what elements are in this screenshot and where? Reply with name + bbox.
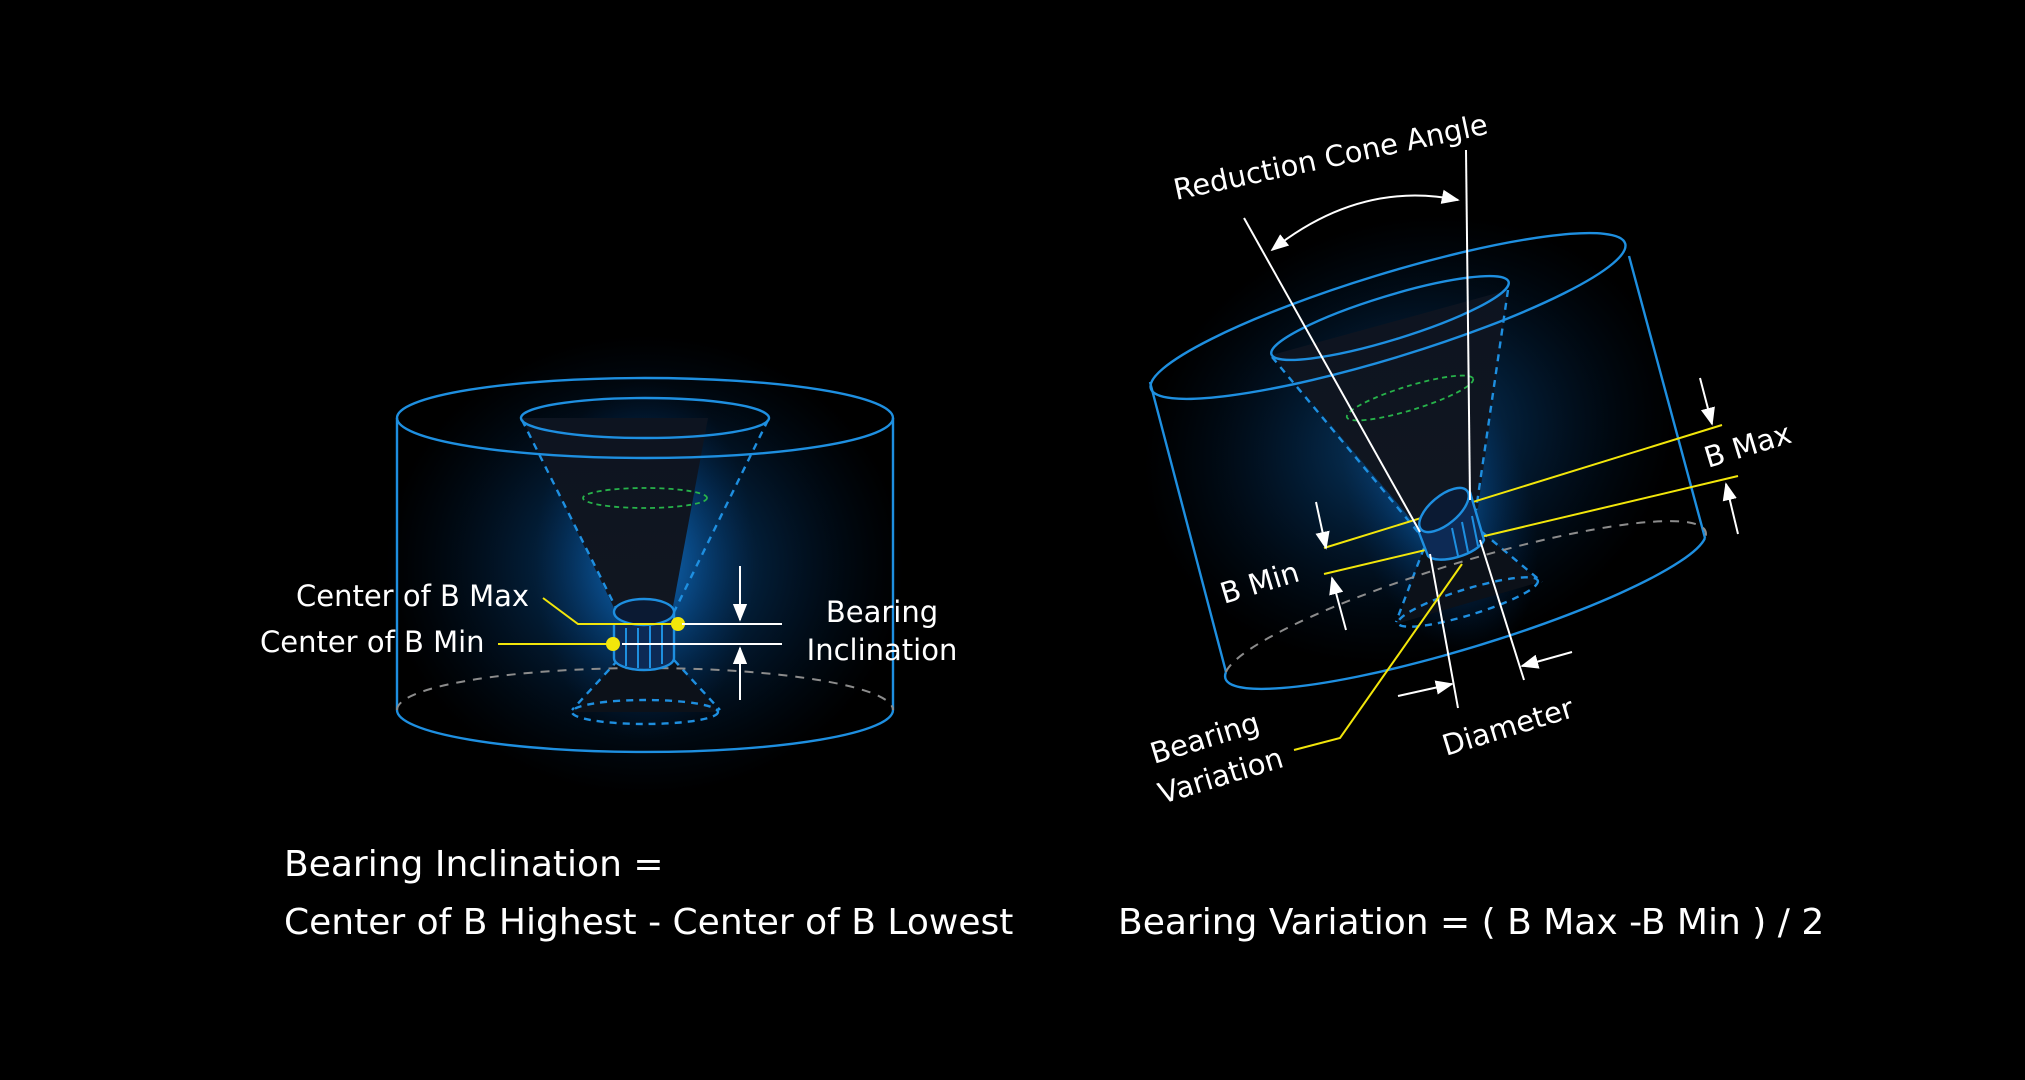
leader-center-b-max — [542, 597, 676, 625]
formula-bearing-inclination-line1: Bearing Inclination = — [284, 844, 664, 885]
right-cylinder-bottom-back — [1225, 520, 1707, 673]
label-center-b-max: Center of B Max — [296, 579, 529, 613]
right-cylinder-bottom-front — [1223, 537, 1707, 691]
left-lower-cone — [572, 660, 718, 712]
left-bearing — [612, 597, 676, 672]
right-inner-green-ring — [1345, 374, 1475, 422]
leader-bearing-variation — [1293, 563, 1463, 751]
label-bearing-left: Bearing — [826, 595, 938, 629]
formula-bearing-variation: Bearing Variation = ( B Max -B Min ) / 2 — [1118, 902, 1824, 943]
left-cylinder-diagram: Center of B Max Center of B Min Bearing … — [260, 335, 957, 795]
formula-bearing-inclination-line2: Center of B Highest - Center of B Lowest — [284, 902, 1013, 943]
b-min-line — [1323, 475, 1739, 575]
center-b-min-marker — [606, 637, 620, 651]
right-cylinder-diagram: Reduction Cone Angle B Max B Min Bearing… — [1143, 107, 1795, 811]
left-inner-green-ring — [582, 487, 708, 509]
label-reduction-cone-angle: Reduction Cone Angle — [1170, 107, 1490, 207]
label-inclination: Inclination — [807, 633, 958, 667]
cone-axis-line — [1465, 149, 1471, 501]
left-cylinder-bottom-front — [395, 709, 895, 754]
left-cone-opening — [519, 396, 771, 440]
right-bearing — [1416, 486, 1486, 561]
left-upper-cone — [522, 418, 708, 612]
right-upper-cone — [1272, 290, 1508, 530]
b-max-line — [1323, 424, 1723, 549]
label-diameter: Diameter — [1438, 691, 1577, 763]
cone-angle-arc — [1270, 189, 1460, 252]
center-b-max-marker — [671, 617, 685, 631]
right-cone-opening — [1270, 274, 1510, 362]
label-b-max: B Max — [1700, 416, 1795, 475]
cone-wall-line — [1243, 217, 1421, 533]
label-center-b-min: Center of B Min — [260, 625, 485, 659]
